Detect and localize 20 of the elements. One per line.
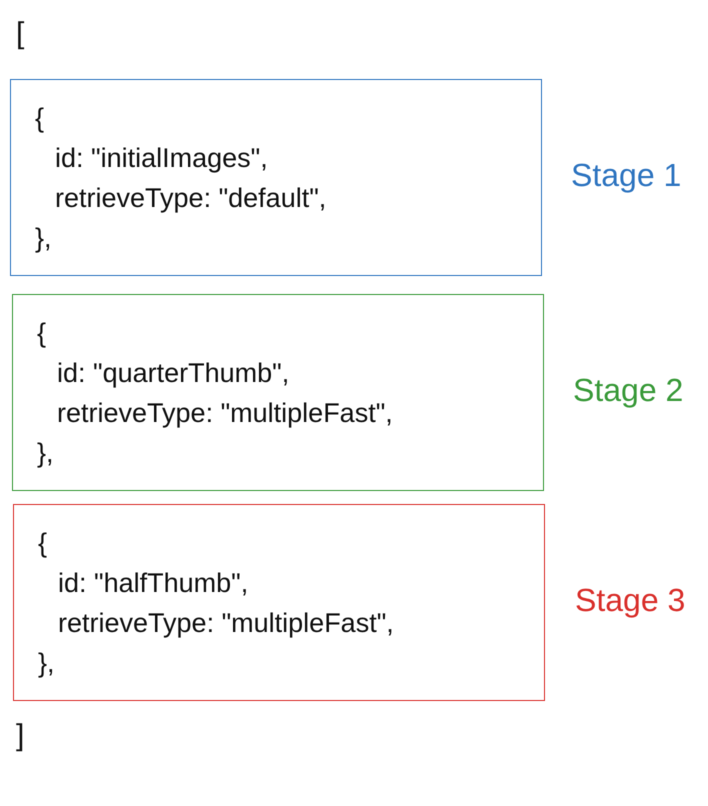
code-block-box (13, 504, 545, 701)
stage-label: Stage 1 (571, 156, 682, 195)
code-line: id: "halfThumb", (57, 567, 250, 600)
code-line: { (37, 317, 48, 350)
bracket-text: [ (16, 16, 24, 52)
code-line: id: "initialImages", (54, 142, 269, 175)
code-block-box (12, 294, 544, 491)
code-line: }, (37, 437, 55, 470)
code-line: retrieveType: "multipleFast", (56, 397, 394, 430)
code-line: }, (35, 222, 53, 255)
stage-label: Stage 3 (575, 581, 686, 620)
code-line: }, (38, 647, 56, 680)
bracket-text: ] (16, 718, 24, 754)
code-line: { (38, 527, 48, 560)
code-line: { (35, 102, 46, 135)
code-line: retrieveType: "multipleFast", (57, 607, 395, 640)
stage-label: Stage 2 (573, 371, 684, 410)
code-line: id: "quarterThumb", (56, 357, 290, 390)
code-block-box (10, 79, 542, 276)
code-line: retrieveType: "default", (54, 182, 328, 215)
